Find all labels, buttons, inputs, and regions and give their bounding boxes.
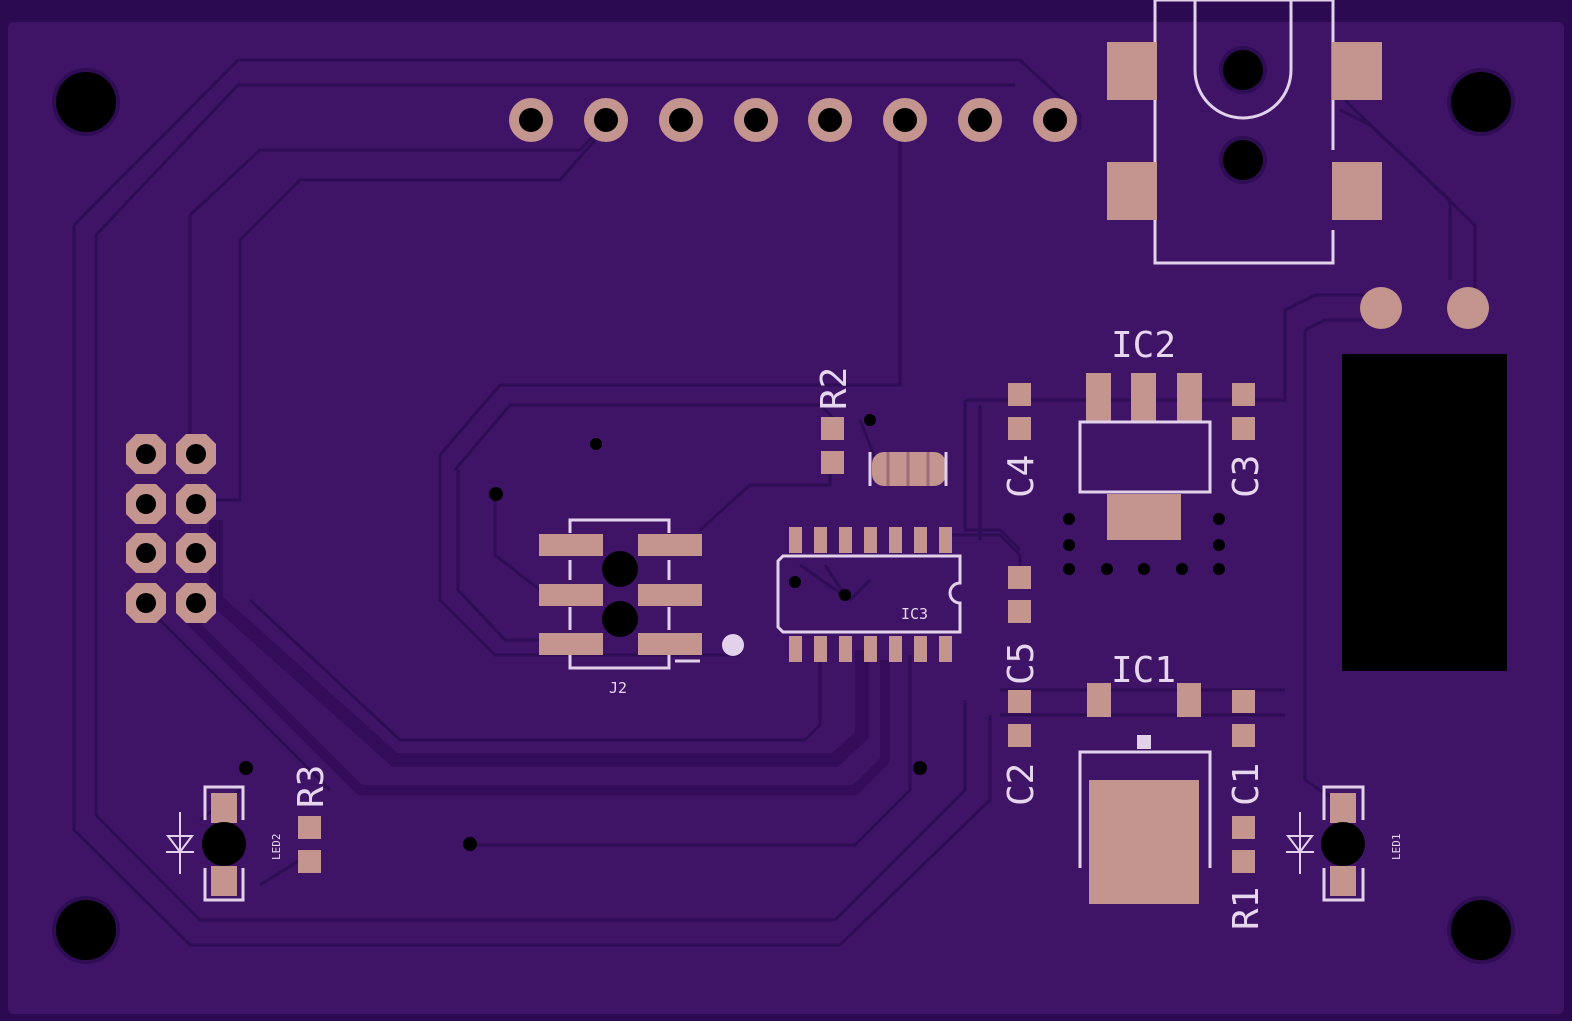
label-c2: C2 (1001, 763, 1042, 806)
crystal-footprint (868, 452, 948, 486)
led2-footprint (166, 785, 246, 902)
label-j2: J2 (609, 679, 627, 697)
label-c4: C4 (1001, 455, 1042, 498)
label-r1: R1 (1226, 887, 1267, 930)
label-led2: LED2 (270, 834, 283, 861)
label-ic2: IC2 (1111, 325, 1176, 366)
passive-pads (298, 383, 1255, 873)
switch-footprint (1107, 0, 1382, 265)
mounting-holes (52, 68, 1515, 964)
ic1-footprint (1078, 683, 1212, 904)
ic2-footprint (1063, 373, 1225, 575)
label-r2: R2 (814, 367, 855, 410)
board-solder-mask (8, 22, 1564, 1014)
label-c1: C1 (1226, 763, 1267, 806)
ic3-footprint (776, 527, 962, 662)
pin-header-top (509, 98, 1077, 142)
label-c3: C3 (1226, 455, 1267, 498)
label-ic1: IC1 (1111, 650, 1176, 691)
power-traces (186, 520, 890, 795)
pin-header-2x4 (126, 434, 216, 623)
led1-footprint (1286, 785, 1365, 902)
label-r3: R3 (291, 765, 332, 808)
display-window (1342, 354, 1507, 671)
j2-footprint (539, 518, 744, 670)
label-ic3: IC3 (901, 605, 928, 623)
vias (239, 414, 927, 851)
display-pads (1360, 287, 1489, 329)
label-c5: C5 (1001, 642, 1042, 685)
label-led1: LED1 (1390, 834, 1403, 861)
